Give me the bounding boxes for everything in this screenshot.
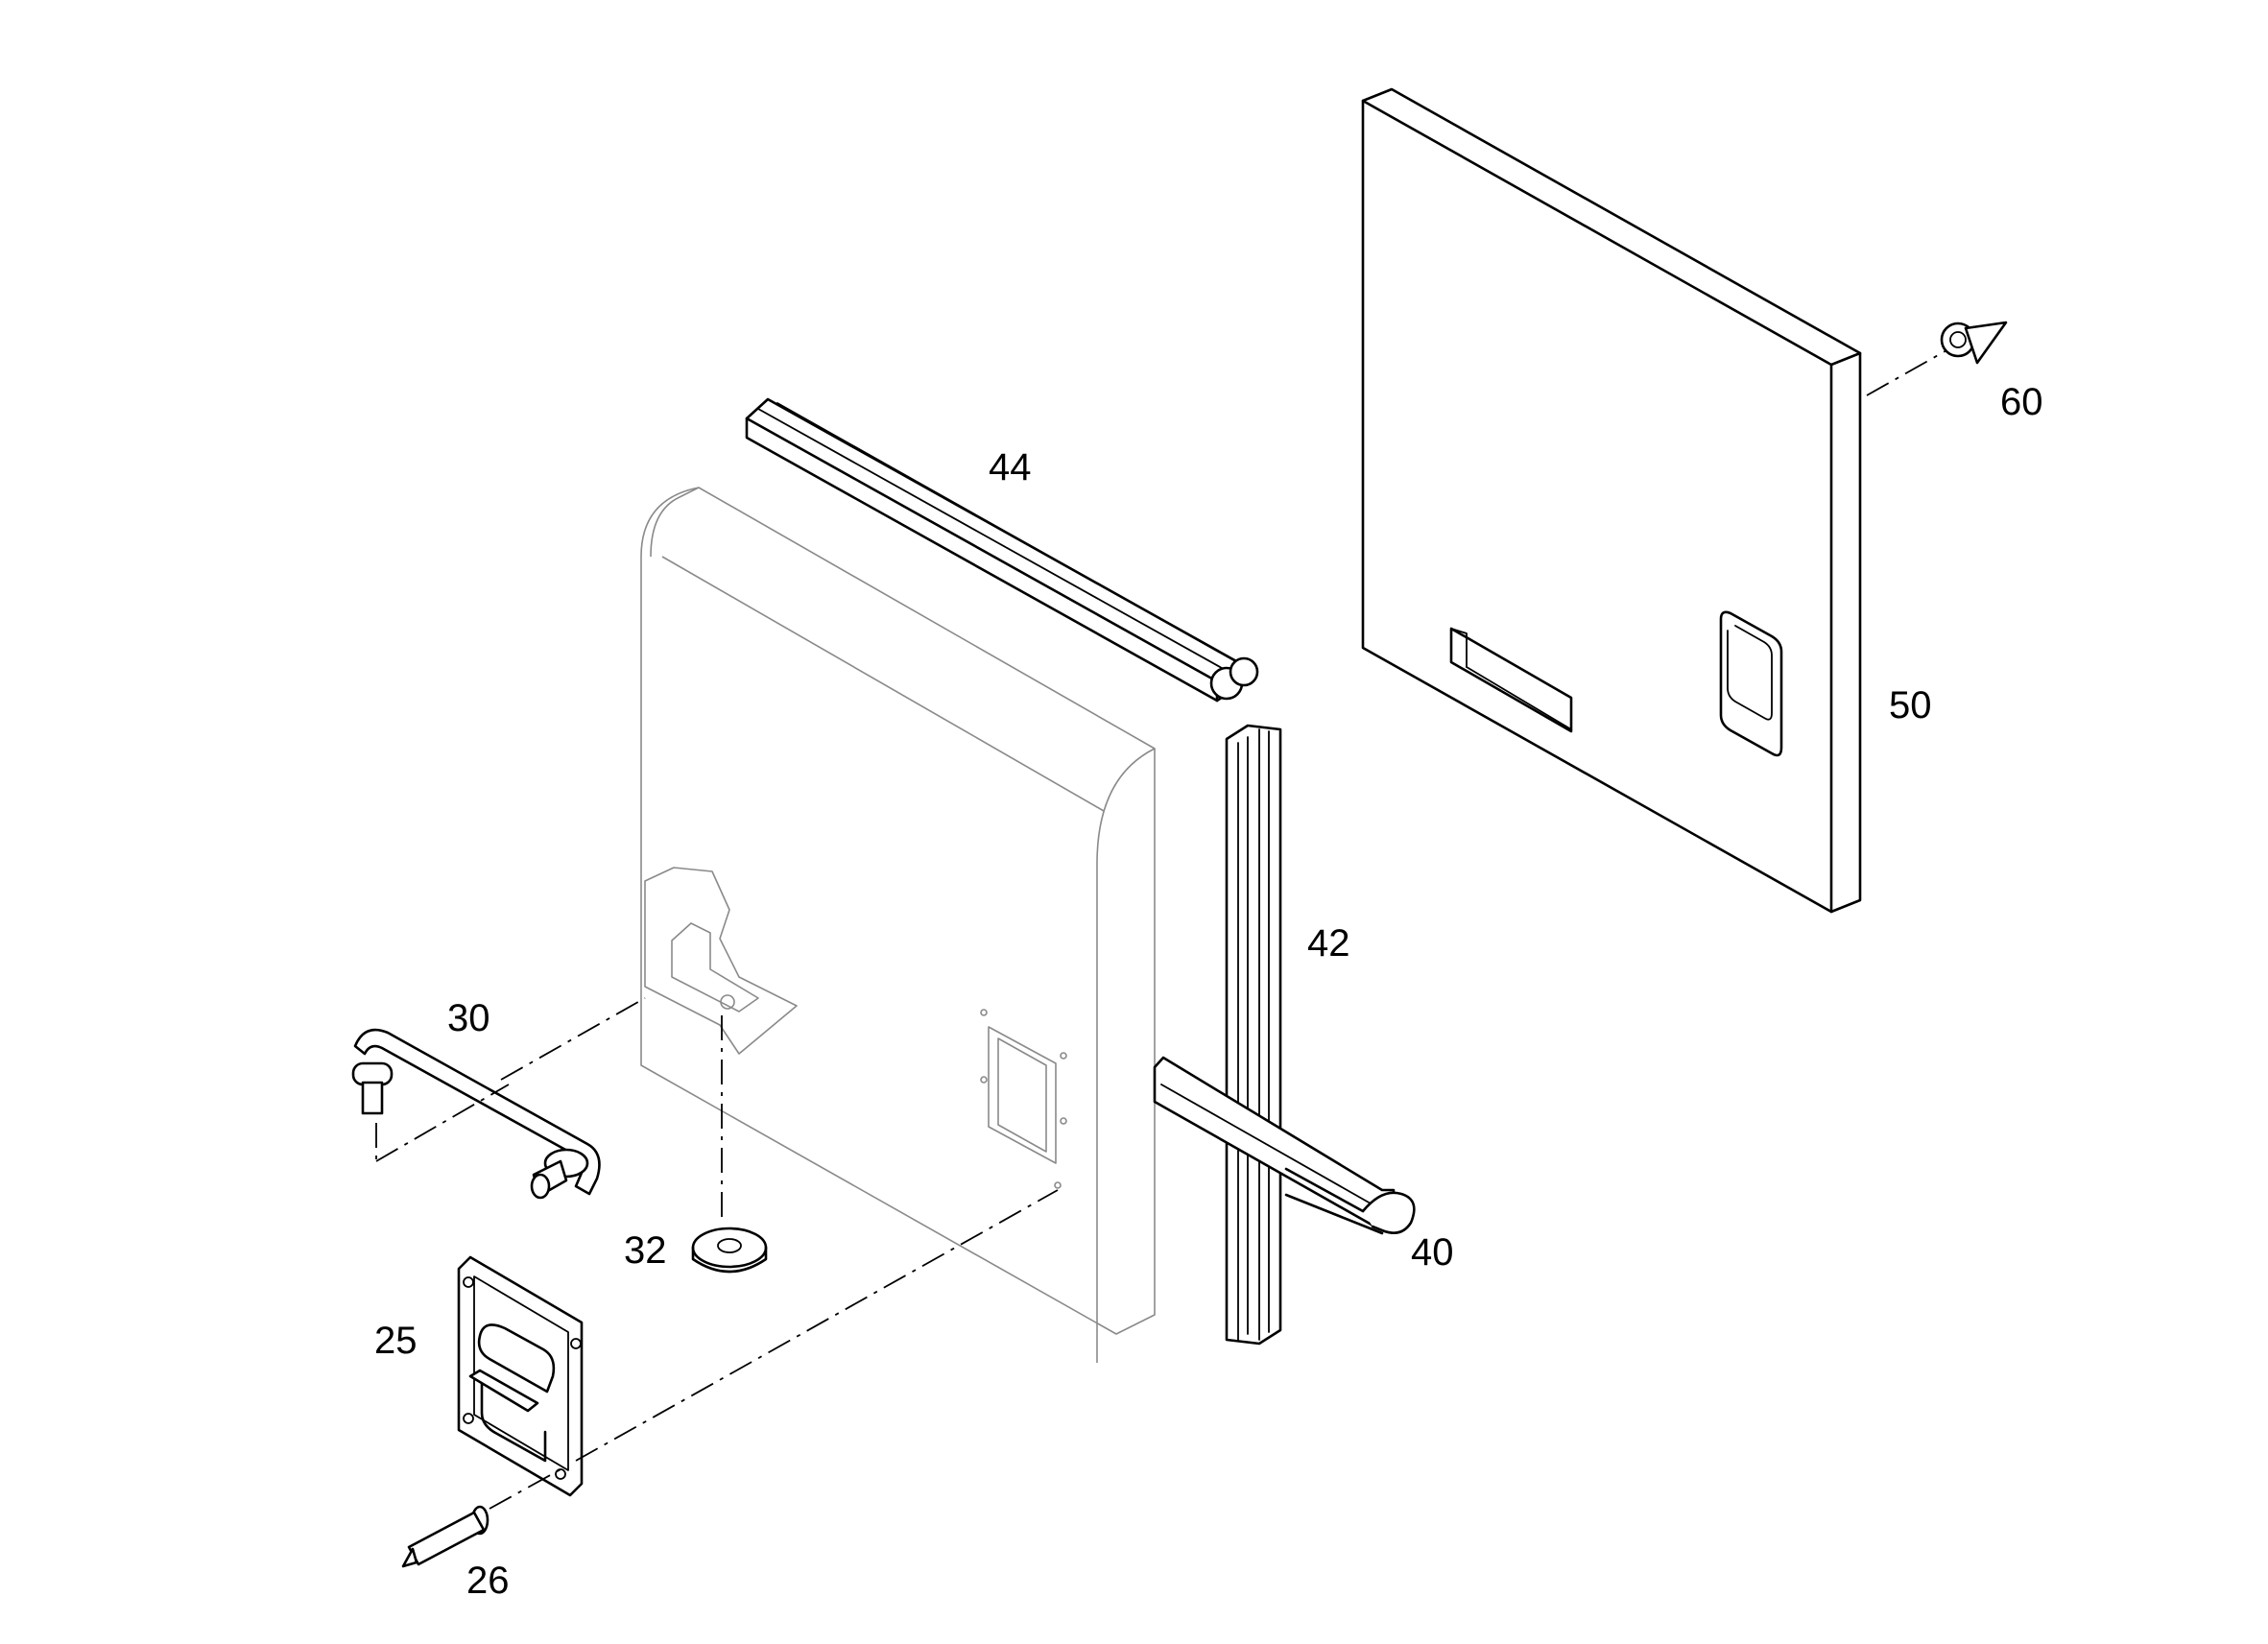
callout-42: 42 [1307, 922, 1350, 965]
part-44-top-seal [745, 397, 1259, 703]
callout-labels: 25 26 30 32 40 42 44 50 60 [374, 381, 2043, 1602]
callout-26: 26 [466, 1560, 510, 1602]
part-60-push-pin [1866, 321, 2008, 396]
callout-60: 60 [2000, 381, 2043, 423]
callout-32: 32 [624, 1229, 667, 1272]
callout-50: 50 [1889, 684, 1932, 727]
callout-40: 40 [1411, 1231, 1454, 1274]
part-25-latch [457, 1189, 1059, 1497]
callout-25: 25 [374, 1320, 418, 1362]
door-body-ghost [640, 487, 1156, 1363]
part-40-bottom-seal [1153, 1056, 1416, 1235]
part-50-panel [1361, 87, 1862, 914]
part-26-rivet [401, 1467, 563, 1568]
callout-44: 44 [989, 446, 1032, 488]
callout-30: 30 [447, 997, 490, 1039]
part-42-vertical-seal [1225, 724, 1282, 1346]
part-30-handle-rod [351, 997, 646, 1200]
part-32-washer [691, 1015, 768, 1274]
